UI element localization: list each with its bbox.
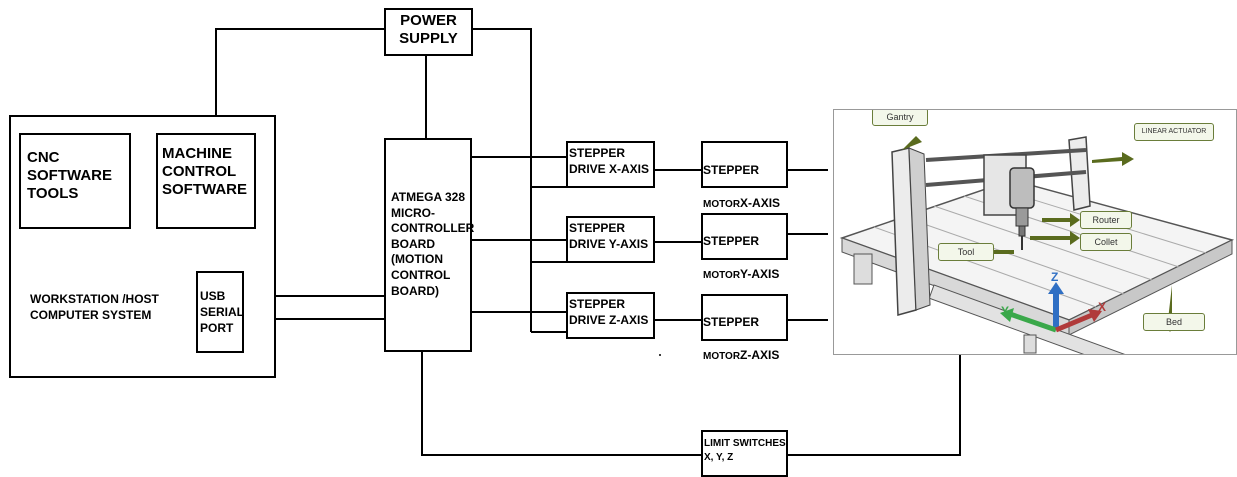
wire-host-power [215, 28, 384, 115]
machine-control-software-label: MACHINE CONTROL SOFTWARE [162, 145, 247, 198]
cnc-software-tools-box [19, 133, 131, 229]
power-supply-label: POWER SUPPLY [399, 12, 458, 47]
wire-limit-machine [787, 355, 961, 456]
stepper-drive-y-box [566, 216, 655, 263]
callout-bed: Bed [1143, 313, 1205, 331]
stepper-drive-x-box [566, 141, 655, 188]
cnc-machine-drawing [839, 136, 1235, 354]
limit-switches-label: LIMIT SWITCHES X, Y, Z [704, 438, 786, 463]
stepper-motor-y-prefix: MOTOR [703, 269, 741, 281]
stepper-motor-z-axis: Z-AXIS [740, 347, 780, 362]
stepper-drive-z-box [566, 292, 655, 339]
stepper-motor-x-prefix: MOTOR [703, 198, 741, 210]
usb-serial-port-box [196, 271, 244, 353]
cnc-machine-illustration: Gantry LINEAR ACTUATOR Router Collet Too… [833, 109, 1237, 355]
axis-label-x: X [1098, 300, 1107, 314]
stepper-drive-x-label: STEPPER DRIVE X-AXIS [569, 146, 650, 177]
callout-collet: Collet [1080, 233, 1132, 251]
stepper-motor-z-box [701, 294, 788, 341]
axis-label-z: Z [1051, 270, 1059, 284]
callout-gantry: Gantry [872, 110, 928, 126]
callout-tool: Tool [938, 243, 994, 261]
usb-serial-port-label: USB SERIAL PORT [200, 289, 245, 336]
power-supply-box [384, 8, 473, 56]
stepper-motor-y-label: STEPPER MOTORY-AXIS [703, 217, 779, 282]
controller-board-label: ATMEGA 328 MICRO- CONTROLLER BOARD (MOTI… [391, 190, 475, 298]
stepper-motor-z-title: STEPPER [703, 315, 760, 330]
stepper-motor-x-box [701, 141, 788, 188]
limit-switches-box [701, 430, 788, 477]
controller-board-box [384, 138, 472, 352]
wire-power-drives [472, 28, 532, 332]
machine-control-software-box [156, 133, 256, 229]
stepper-motor-x-axis: X-AXIS [740, 195, 781, 210]
stepper-motor-x-label: STEPPER MOTORX-AXIS [703, 146, 780, 211]
cnc-software-tools-label: CNC SOFTWARE TOOLS [27, 149, 112, 202]
callout-router: Router [1080, 211, 1132, 229]
stepper-motor-y-box [701, 213, 788, 260]
wire-ctrl-limit [421, 351, 701, 456]
stepper-motor-z-prefix: MOTOR [703, 350, 741, 362]
callout-linear-actuator: LINEAR ACTUATOR [1134, 123, 1214, 141]
stepper-drive-z-label: STEPPER DRIVE Z-AXIS [569, 297, 649, 328]
stepper-motor-y-axis: Y-AXIS [740, 266, 780, 281]
axis-label-y: Y [1001, 304, 1010, 318]
stepper-drive-y-label: STEPPER DRIVE Y-AXIS [569, 221, 649, 252]
stepper-motor-x-title: STEPPER [703, 163, 760, 178]
stepper-motor-y-title: STEPPER [703, 234, 760, 249]
stepper-motor-z-label: STEPPER MOTORZ-AXIS [703, 298, 779, 363]
workstation-host-label: WORKSTATION /HOST COMPUTER SYSTEM [30, 292, 159, 323]
